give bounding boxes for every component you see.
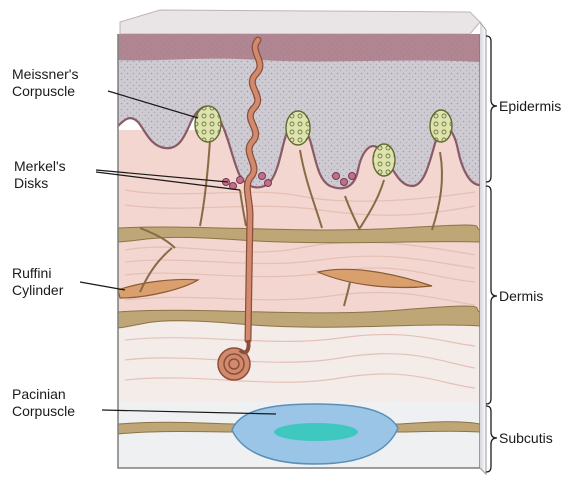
layer-label-subcutis: Subcutis <box>499 430 553 446</box>
layer-brackets <box>486 36 497 472</box>
label-merkel-line2: Disks <box>14 175 66 192</box>
layer-label-dermis: Dermis <box>499 288 543 304</box>
stratum-corneum <box>118 34 480 62</box>
layer-label-epidermis: Epidermis <box>499 98 561 114</box>
label-pacinian-line1: Pacinian <box>12 386 75 403</box>
label-pacinian-corpuscle: Pacinian Corpuscle <box>12 386 75 420</box>
label-merkel-disks: Merkel's Disks <box>14 158 66 192</box>
label-pacinian-line2: Corpuscle <box>12 403 75 420</box>
label-meissner-line2: Corpuscle <box>12 83 78 100</box>
block-edge-right <box>480 22 486 474</box>
label-meissner-line1: Meissner's <box>12 66 78 83</box>
label-meissner-corpuscle: Meissner's Corpuscle <box>12 66 78 100</box>
skin-top-surface <box>120 10 480 34</box>
label-ruffini-cylinder: Ruffini Cylinder <box>12 265 63 299</box>
label-merkel-line1: Merkel's <box>14 158 66 175</box>
label-ruffini-line1: Ruffini <box>12 265 63 282</box>
label-ruffini-line2: Cylinder <box>12 282 63 299</box>
